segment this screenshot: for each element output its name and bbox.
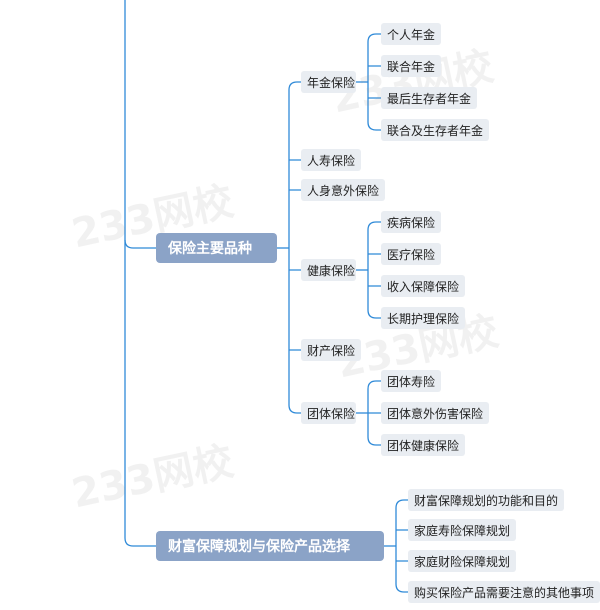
node-income-protection-insurance[interactable]: 收入保障保险 [381,275,466,297]
branch1-spine [288,81,301,414]
node-last-survivor-annuity[interactable]: 最后生存者年金 [381,87,478,109]
node-disease-insurance[interactable]: 疾病保险 [381,211,442,233]
branch2-spine [395,499,408,593]
health-spine [367,221,381,319]
node-purchase-considerations[interactable]: 购买保险产品需要注意的其他事项 [408,581,600,603]
group-spine [367,380,381,446]
node-accident-insurance[interactable]: 人身意外保险 [301,179,386,201]
root-trunk-connector [124,0,156,547]
node-family-property-insurance-planning[interactable]: 家庭财险保障规划 [408,550,517,572]
branch-node-insurance-types[interactable]: 保险主要品种 [156,233,277,263]
node-group-insurance[interactable]: 团体保险 [301,402,356,424]
node-property-insurance[interactable]: 财产保险 [301,339,362,361]
node-joint-annuity[interactable]: 联合年金 [381,55,442,77]
node-life-insurance[interactable]: 人寿保险 [301,149,362,171]
node-group-accident-insurance[interactable]: 团体意外伤害保险 [381,402,490,424]
node-planning-functions-and-goals[interactable]: 财富保障规划的功能和目的 [408,489,565,511]
branch-node-wealth-protection-planning[interactable]: 财富保障规划与保险产品选择 [156,531,384,561]
root-branch1-connector [124,239,156,249]
node-long-term-care-insurance[interactable]: 长期护理保险 [381,307,466,329]
node-joint-and-survivor-annuity[interactable]: 联合及生存者年金 [381,119,490,141]
annuity-spine [367,33,381,131]
node-health-insurance[interactable]: 健康保险 [301,259,356,281]
node-medical-insurance[interactable]: 医疗保险 [381,243,442,265]
node-individual-annuity[interactable]: 个人年金 [381,23,442,45]
node-group-health-insurance[interactable]: 团体健康保险 [381,434,466,456]
node-annuity-insurance[interactable]: 年金保险 [301,71,356,93]
node-family-life-insurance-planning[interactable]: 家庭寿险保障规划 [408,519,517,541]
node-group-life-insurance[interactable]: 团体寿险 [381,370,442,392]
